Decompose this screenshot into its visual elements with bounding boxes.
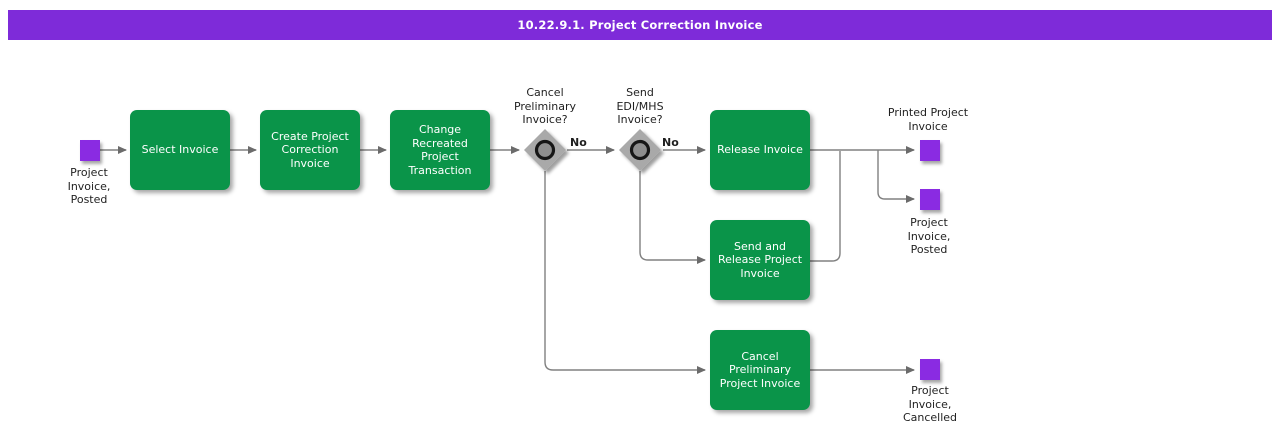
label-branch-no-2: No <box>662 136 679 149</box>
label-project-invoice-cancelled: Project Invoice, Cancelled <box>902 384 958 424</box>
label-printed-project-invoice: Printed Project Invoice <box>887 106 969 133</box>
connector-sendrelease-merge <box>810 151 841 262</box>
decision-circle-icon <box>629 139 651 161</box>
connector-branch-to-posted <box>877 150 915 203</box>
event-printed-project-invoice <box>920 140 940 161</box>
event-project-invoice-posted-start <box>80 140 100 161</box>
task-cancel-preliminary-project-invoice[interactable]: Cancel Preliminary Project Invoice <box>710 330 810 410</box>
diagram-title: 10.22.9.1. Project Correction Invoice <box>517 18 763 32</box>
label-start-event: Project Invoice, Posted <box>67 166 111 206</box>
task-change-recreated-project-transaction[interactable]: Change Recreated Project Transaction <box>390 110 490 190</box>
event-project-invoice-cancelled <box>920 359 940 380</box>
label-decision-cancel-preliminary: Cancel Preliminary Invoice? <box>513 86 577 126</box>
decision-send-edi <box>619 129 661 171</box>
task-create-project-correction-invoice[interactable]: Create Project Correction Invoice <box>260 110 360 190</box>
diagram-title-bar: 10.22.9.1. Project Correction Invoice <box>8 10 1272 40</box>
decision-cancel-preliminary <box>524 129 566 171</box>
task-select-invoice[interactable]: Select Invoice <box>130 110 230 190</box>
task-send-and-release-project-invoice[interactable]: Send and Release Project Invoice <box>710 220 810 300</box>
task-release-invoice[interactable]: Release Invoice <box>710 110 810 190</box>
label-project-invoice-posted: Project Invoice, Posted <box>907 216 951 256</box>
connector-decision2-yes-to-sendrelease <box>639 171 706 264</box>
label-decision-send-edi: Send EDI/MHS Invoice? <box>616 86 664 126</box>
event-project-invoice-posted-end <box>920 189 940 210</box>
connector-decision1-yes-to-cancel <box>544 171 706 374</box>
label-branch-no-1: No <box>570 136 587 149</box>
decision-circle-icon <box>534 139 556 161</box>
